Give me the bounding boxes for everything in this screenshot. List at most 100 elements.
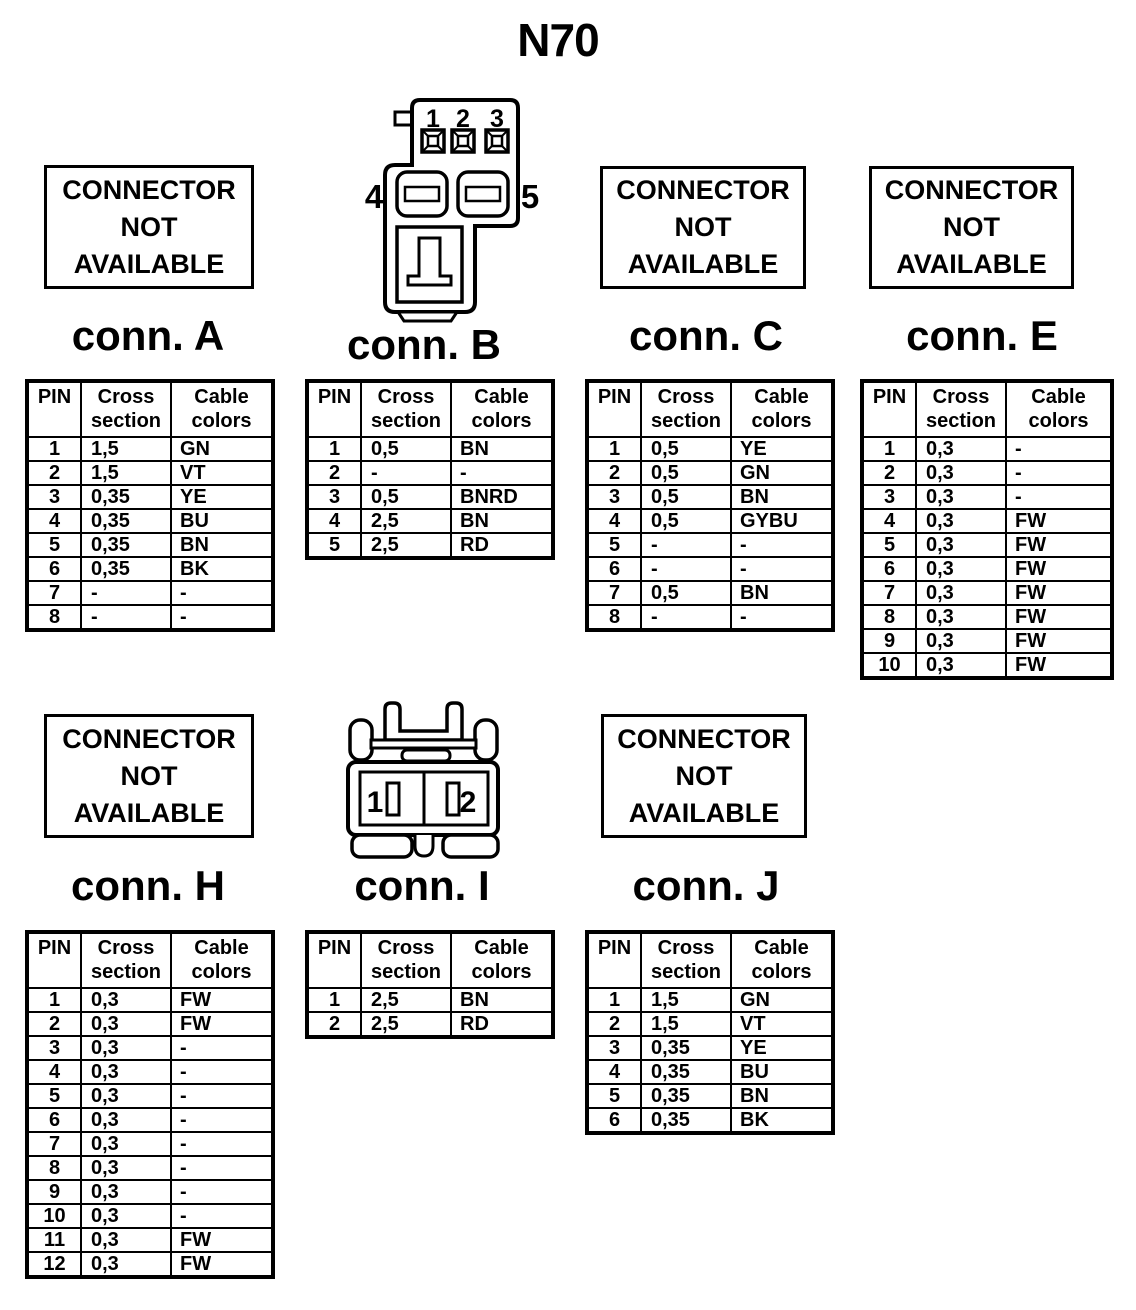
pin-cell: 9 [26, 1179, 82, 1205]
cross-section-cell: 0,3 [80, 1203, 172, 1229]
cross-section-cell: - [640, 556, 732, 582]
pin-cell: 1 [586, 436, 642, 462]
pin-cell: 3 [586, 484, 642, 510]
cross-section-header: Cross section [640, 931, 732, 989]
pin-5-label: 5 [521, 178, 539, 215]
cable-color-cell: GYBU [730, 508, 834, 534]
cable-color-cell: BK [170, 556, 274, 582]
cable-color-cell: BU [730, 1059, 834, 1085]
cross-section-cell: - [640, 604, 732, 631]
pin-1-label: 1 [426, 105, 440, 133]
cross-section-cell: 0,3 [80, 1227, 172, 1253]
cross-section-cell: 0,3 [80, 1131, 172, 1157]
cross-section-cell: - [640, 532, 732, 558]
cable-color-cell: BN [450, 436, 554, 462]
cross-section-cell: 0,3 [80, 987, 172, 1013]
na-line: AVAILABLE [896, 249, 1047, 279]
cable-color-cell: - [170, 1059, 274, 1085]
cable-color-cell: FW [1005, 508, 1113, 534]
connector-not-available-box-c: CONNECTOR NOT AVAILABLE [600, 166, 806, 289]
cross-section-cell: 0,3 [915, 652, 1007, 679]
pin-1-cavity [420, 128, 446, 154]
connector-label-i: conn. I [354, 862, 490, 909]
cross-section-cell: 0,3 [80, 1011, 172, 1037]
cable-color-cell: - [730, 532, 834, 558]
table-row: 6-- [586, 556, 834, 582]
cross-section-cell: 0,5 [640, 508, 732, 534]
pin-cell: 4 [861, 508, 917, 534]
cross-section-header: Cross section [80, 380, 172, 438]
cross-section-cell: 0,35 [640, 1059, 732, 1085]
na-line: CONNECTOR [616, 175, 790, 205]
pin-3-cavity [484, 128, 510, 154]
cross-section-cell: 0,3 [80, 1251, 172, 1278]
cable-color-cell: - [170, 1035, 274, 1061]
pin-cell: 3 [306, 484, 362, 510]
table-header-row: PIN Cross section Cable colors [306, 380, 554, 438]
table-row: 7-- [26, 580, 274, 606]
cross-section-cell: 0,5 [640, 460, 732, 486]
table-header-row: PIN Cross section Cable colors [586, 931, 834, 989]
cross-section-cell: 0,3 [80, 1083, 172, 1109]
pin-cell: 8 [26, 1155, 82, 1181]
pin-cell: 6 [26, 1107, 82, 1133]
pin-cell: 4 [26, 1059, 82, 1085]
na-line: NOT [120, 211, 178, 242]
table-row: 5-- [586, 532, 834, 558]
pin-cell: 8 [586, 604, 642, 631]
pin-header: PIN [861, 380, 917, 438]
cable-color-cell: FW [1005, 604, 1113, 630]
cross-section-cell: 0,5 [640, 580, 732, 606]
cable-color-cell: BN [450, 987, 554, 1013]
cross-section-cell: 1,5 [80, 460, 172, 486]
cross-section-cell: 0,5 [360, 484, 452, 510]
cross-section-cell: 0,3 [80, 1035, 172, 1061]
pin-cell: 2 [586, 1011, 642, 1037]
table-header-row: PIN Cross section Cable colors [26, 931, 274, 989]
cable-color-cell: - [170, 604, 274, 631]
cable-color-cell: FW [1005, 556, 1113, 582]
pin-header: PIN [306, 380, 362, 438]
cross-section-cell: - [360, 460, 452, 486]
pin-cell: 4 [306, 508, 362, 534]
cross-section-header: Cross section [640, 380, 732, 438]
cross-section-cell: 0,35 [80, 484, 172, 510]
pin-cell: 7 [586, 580, 642, 606]
na-line: AVAILABLE [73, 797, 225, 828]
na-line: CONNECTOR [884, 175, 1059, 205]
pin-3-label: 3 [490, 105, 504, 133]
cross-section-cell: 0,3 [915, 628, 1007, 654]
connector-b-foot [395, 310, 460, 323]
pin-cell: 6 [26, 556, 82, 582]
na-line: NOT [943, 212, 1000, 242]
cable-color-cell: - [450, 460, 554, 486]
connector-i-latch-slot [400, 748, 452, 763]
na-line: AVAILABLE [627, 249, 779, 279]
cross-section-cell: 0,5 [640, 436, 732, 462]
cross-section-cell: 0,35 [80, 556, 172, 582]
cross-section-cell: 1,5 [640, 1011, 732, 1037]
cable-color-cell: - [1005, 436, 1113, 462]
cable-color-cell: - [170, 1179, 274, 1205]
connector-label-h: conn. H [71, 862, 225, 909]
